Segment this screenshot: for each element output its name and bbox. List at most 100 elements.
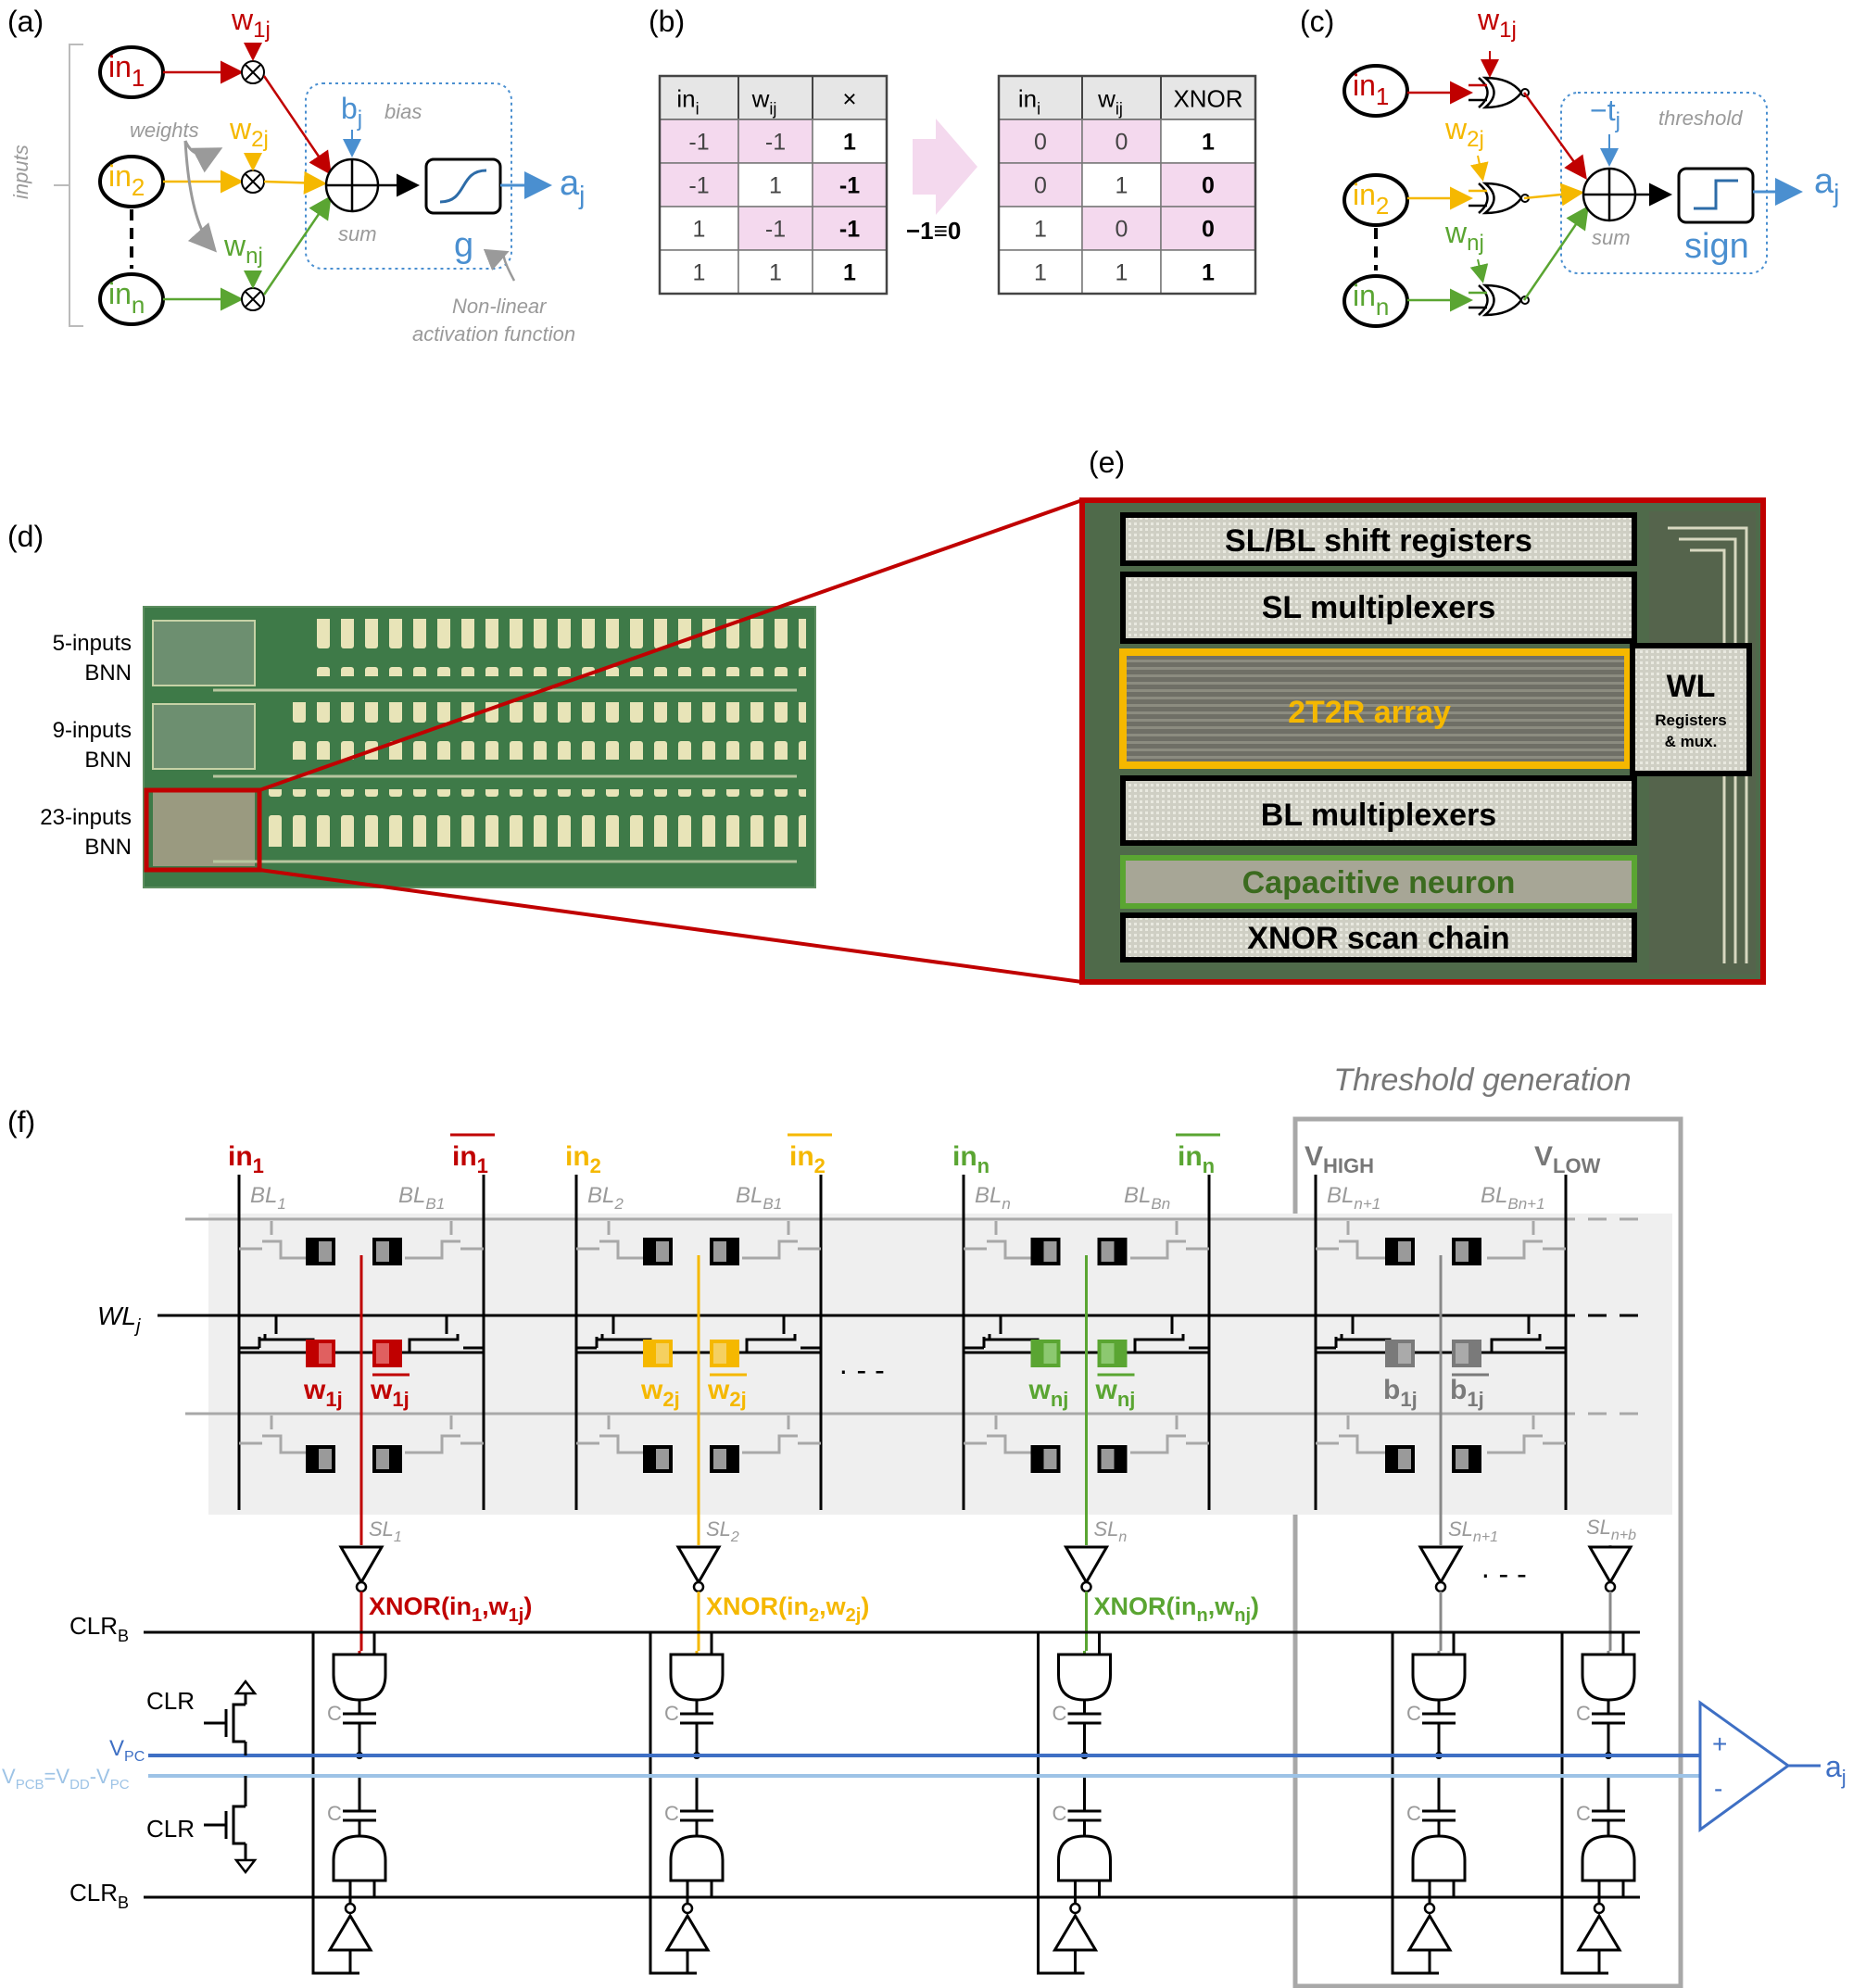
left-table-cell-1-1: 1 [769,173,782,199]
col-2-input-label: in2 [565,1141,601,1177]
pad-row-1 [315,619,806,676]
sign-block [1677,167,1755,224]
inputs-bracket [69,44,83,327]
svg-text:in2: in2 [1353,178,1389,220]
left-table-cell-3-0: 1 [693,260,706,286]
comparator: + - aj [1698,1700,1847,1832]
col-n-xnor-label: XNOR(inn,wnj) [1094,1592,1260,1626]
col-2-cap-top: C [664,1702,679,1725]
chip-label-5-inputs: 5-inputs [53,631,132,656]
col-1-weight-bar-label: w1j [370,1375,410,1411]
svg-text:& mux.: & mux. [1665,733,1718,750]
input-label-1: in1 [108,50,145,92]
right-table-cell-3-2: 1 [1202,260,1215,286]
precharge-transistor-bottom: CLR [146,1776,258,1875]
sign-label: sign [1684,227,1749,266]
col-threshold-sl-label: SLn+1 [1448,1517,1498,1545]
input-label-2: in2 [108,159,145,201]
col-1-cap-bottom: C [327,1802,342,1825]
left-table-cell-2-0: 1 [693,217,706,243]
col-1-bl-label: BL1 [250,1183,286,1213]
equivalence-label: −1≡0 [906,217,961,245]
multiplier-n [241,287,265,311]
svg-text:WL: WL [1667,669,1716,704]
activation-note-2: activation function [412,322,575,346]
xnor-gate-3 [1469,283,1530,317]
col-1-input-label: in1 [228,1141,264,1177]
col-2-sl-label: SL2 [706,1517,739,1545]
weight-label-1: w1j [231,3,271,43]
bnn-input-node-2 [1342,173,1409,227]
bias-label: bias [384,100,422,123]
svg-text:XNOR scan chain: XNOR scan chain [1247,921,1509,956]
right-table-cell-2-0: 1 [1034,217,1047,243]
col-n-input-bar-label: inn [1178,1141,1215,1177]
svg-text:+: + [1712,1730,1727,1758]
left-table-header-1: wij [751,85,777,119]
output-a: aj [560,164,585,209]
weight-label-n: wnj [223,229,263,269]
array-background [208,1214,1672,1515]
svg-text:in1: in1 [1353,69,1389,110]
col-2-weight-bar-label: w2j [707,1375,747,1411]
block-capacitive-neuron: Capacitive neuron [1120,855,1637,909]
col-1-xnor-label: XNOR(in1,w1j) [369,1592,532,1626]
col-threshold-input-label: VHIGH [1305,1141,1374,1177]
right-table-cell-2-1: 0 [1116,217,1128,243]
right-table-header-2: XNOR [1173,85,1242,113]
bnn-sum-node [1582,167,1637,222]
vpcb-label: VPCB=VDD-VPC [2,1765,130,1793]
chip-label-9-inputs: 9-inputs [53,718,132,743]
activation-note-1: Non-linear [452,295,548,318]
col-2-blb-label: BLB1 [736,1183,782,1213]
col-1-cap-top: C [327,1702,342,1725]
col-threshold-weight-bar-label: b1j [1450,1375,1484,1411]
panel-label-c: (c) [1300,5,1334,38]
bnn-sum-label: sum [1592,226,1631,249]
col-n-blb-label: BLBn [1124,1183,1170,1213]
svg-text:-: - [1714,1774,1722,1803]
col-n-bl-label: BLn [975,1183,1011,1213]
block-bl-multiplexers: BL multiplexers [1120,775,1637,846]
col-threshold-bl-label: BLn+1 [1327,1183,1380,1213]
right-table-header-0: ini [1018,85,1040,119]
xnor-gate-1 [1469,76,1530,109]
activation-g: g [454,226,473,265]
col-n-weight-label: wnj [1028,1375,1069,1411]
threshold-generation-label: Threshold generation [1333,1063,1631,1098]
right-table-cell-1-2: 0 [1202,173,1215,199]
col-n-sl-label: SLn [1094,1517,1128,1545]
col-threshold-b-cap-top: C [1576,1702,1591,1725]
svg-text:SL/BL shift registers: SL/BL shift registers [1225,523,1532,559]
activation-block [424,157,502,215]
col-threshold-b-sl-label: SLn+b [1586,1516,1636,1543]
svg-text:BL multiplexers: BL multiplexers [1261,798,1496,833]
inputs-label: inputs [9,145,32,199]
chip-label-9-bnn: BNN [84,748,132,773]
clrb-bottom-label: CLRB [69,1879,129,1912]
col-threshold-cap-bottom: C [1406,1802,1421,1825]
bnn-neuron-box [1560,92,1768,274]
bnn-weight-label-1: w1j [1477,3,1517,43]
panel-label-f: (f) [7,1105,35,1139]
right-table-cell-0-2: 1 [1202,130,1215,156]
chip-zoom-e: SL/BL shift registers SL multiplexers 2T… [1079,497,1766,985]
clrb-top-label: CLRB [69,1612,129,1645]
sum-label: sum [338,222,377,245]
svg-text:SL multiplexers: SL multiplexers [1262,590,1496,625]
bnn-input-node-1 [1342,64,1409,118]
chip-label-23-inputs: 23-inputs [40,805,132,830]
vpc-label: VPC [109,1736,145,1765]
block-xnor-scan-chain: XNOR scan chain [1120,912,1637,963]
col-threshold-cap-top: C [1406,1702,1421,1725]
left-table-cell-2-1: -1 [765,217,786,243]
weight-label-2: w2j [229,112,269,152]
col-1-input-bar-label: in1 [452,1141,488,1177]
svg-text:2T2R array: 2T2R array [1288,695,1451,730]
svg-text:CLR: CLR [146,1687,195,1715]
svg-text:inn: inn [1353,279,1389,321]
